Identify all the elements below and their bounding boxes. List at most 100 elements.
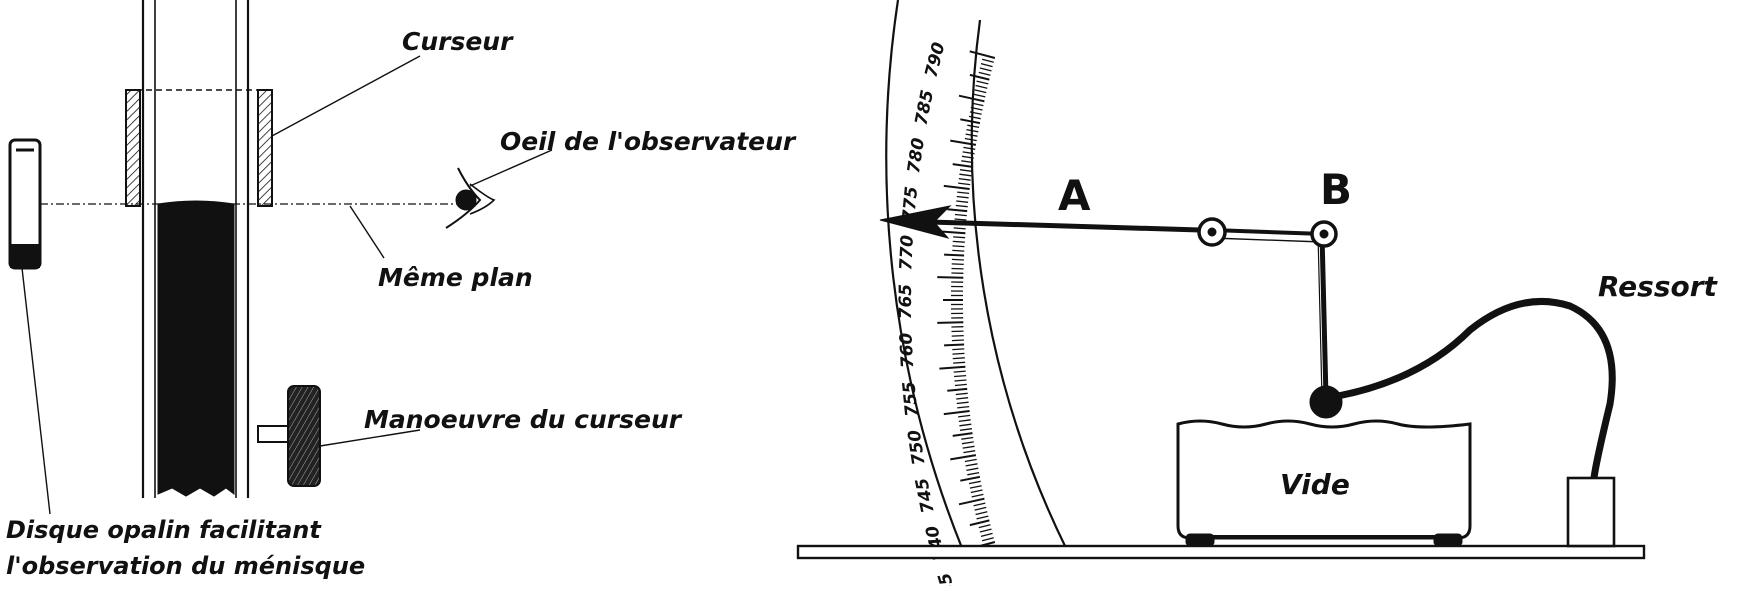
lever-arm [1199,219,1336,246]
scale-tick [954,376,966,377]
label-point-b: B [1320,165,1352,214]
scale-number: 760 [896,332,918,369]
scale-tick [957,402,969,403]
scale-tick [953,241,965,242]
scale-tick [944,255,964,256]
scale-tick [952,250,964,251]
scale-tick [952,264,964,265]
scale-tick [944,411,970,414]
scale-tick [955,215,967,216]
scale-tick [953,353,965,354]
scale-tick [947,389,967,391]
scale-tick [969,116,981,118]
scale-tick [969,481,981,483]
scale-tick [937,322,963,323]
scale-tick [981,64,993,67]
label-oeil-observateur: Oeil de l'observateur [500,127,797,156]
vertical-rod [1322,234,1326,398]
scale-tick [952,336,964,337]
base-plate [798,546,1644,558]
scale-tick [952,349,964,350]
scale-tick [976,86,988,89]
aneroid-mechanism-figure: 735740745750755760765770775780785790 Vid… [798,0,1719,586]
disque-leader [22,268,50,514]
scale-tick [977,516,989,519]
label-disque-line2: l'observation du ménisque [6,552,365,580]
scale-tick [982,59,994,62]
scale-tick [955,384,967,385]
barometer-tube-figure: Curseur Oeil de l'observateur Même plan … [6,0,797,580]
scale-tick [956,206,968,207]
scale-tick [979,72,991,75]
scale-tick [959,179,971,181]
scale-tick [958,183,970,185]
label-disque-line1: Disque opalin facilitant [6,516,322,544]
vacuum-box: Vide [1178,421,1470,546]
scale-tick [960,119,980,123]
scale-tick [972,494,984,497]
scale-tick [959,174,971,176]
pointer-needle [880,206,1200,238]
scale-tick [947,209,967,211]
scale-tick [953,433,973,436]
scale-tick [967,473,979,475]
scale-tick [957,197,969,198]
scale-tick [961,438,973,440]
scale-tick [974,503,986,506]
scale-number: 755 [899,380,922,417]
observer-eye-icon [446,168,494,228]
opaline-disc [10,140,40,268]
cursor-knob [258,386,320,486]
scale-tick [953,237,965,238]
scale-tick [970,75,990,80]
scale-tick [959,424,971,426]
scale-tick [981,533,993,536]
scale-tick [963,451,975,453]
scale-tick [952,340,964,341]
scale-tick [975,507,987,510]
scale-tick [963,147,975,149]
scale-tick [953,246,965,247]
scale-tick [979,525,991,528]
scale-tick [955,380,967,381]
scale-tick [963,446,975,448]
scale-number: 750 [905,428,930,466]
scale-tick [974,94,986,97]
label-curseur: Curseur [402,27,514,56]
scale-tick [944,345,964,346]
scale-tick [953,164,973,167]
scale-tick [956,398,968,399]
scale-tick [975,90,987,93]
scale-tick [957,407,969,408]
label-manoeuvre-curseur: Manoeuvre du curseur [364,405,683,434]
scale-tick [966,464,978,466]
label-vide: Vide [1280,468,1350,501]
scale-number: 735 [935,570,965,586]
scale-tick [956,393,968,394]
scale-tick [953,362,965,363]
scale-number: 770 [896,234,918,271]
mercury-column [158,201,234,496]
scale-tick [959,420,971,422]
scale-tick [980,529,992,532]
scale-tick [952,259,964,260]
scale-tick [967,125,979,127]
scale-tick [976,512,988,515]
label-point-a: A [1058,171,1091,220]
scale-tick [956,201,968,202]
curseur-leader [272,56,420,136]
scale-tick [970,520,990,525]
scale-tick [977,81,989,84]
scale-number: 765 [896,284,916,320]
scale-tick [944,186,970,189]
scale-number: 780 [904,136,929,174]
label-ressort: Ressort [1598,270,1719,303]
graduated-scale: 735740745750755760765770775780785790 [886,0,1066,586]
scale-tick [959,499,984,505]
scale-number: 785 [912,88,939,127]
scale-tick [955,219,967,220]
scale-tick [962,442,974,444]
scale-tick [960,477,980,481]
cursor-sleeve [126,90,272,206]
